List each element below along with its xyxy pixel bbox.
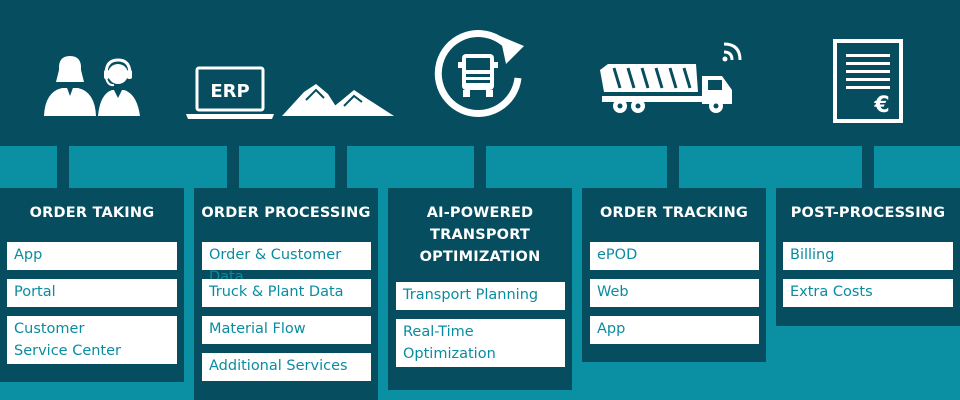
list-item[interactable]: Real-Time Optimization (396, 319, 565, 367)
list-item[interactable]: Material Flow (202, 316, 371, 344)
column-ai-transport-optimization: AI-POWERED TRANSPORT OPTIMIZATION Transp… (388, 188, 572, 390)
column-order-tracking: ORDER TRACKING ePOD Web App (582, 188, 766, 362)
list-item[interactable]: Extra Costs (783, 279, 953, 307)
connector (667, 146, 679, 188)
list-item[interactable]: Order & Customer Data (202, 242, 371, 285)
column-title: ORDER PROCESSING (201, 205, 371, 221)
erp-laptop-icon: ERP (186, 66, 274, 120)
list-item[interactable]: Additional Services (202, 353, 371, 381)
erp-label: ERP (210, 81, 249, 102)
connector (57, 146, 69, 188)
list-item[interactable]: Portal (7, 279, 177, 307)
list-item[interactable]: Web (590, 279, 759, 307)
dump-truck-wifi-icon (598, 40, 750, 116)
column-title: POST-PROCESSING (790, 205, 946, 221)
column-post-processing: POST-PROCESSING Billing Extra Costs (776, 188, 960, 326)
connector (227, 146, 239, 188)
column-title: ORDER TRACKING (599, 205, 749, 221)
list-item[interactable]: App (590, 316, 759, 344)
list-item[interactable]: Transport Planning (396, 282, 565, 310)
euro-symbol: € (873, 93, 889, 118)
column-title: AI-POWERED TRANSPORT OPTIMIZATION (419, 205, 541, 265)
connector (862, 146, 874, 188)
column-title: ORDER TAKING (29, 205, 155, 221)
connector (474, 146, 486, 188)
list-item[interactable]: ePOD (590, 242, 759, 270)
list-item[interactable]: Billing (783, 242, 953, 270)
list-item[interactable]: Customer Service Center (7, 316, 177, 364)
material-piles-icon (282, 80, 394, 116)
connector (335, 146, 347, 188)
column-order-processing: ORDER PROCESSING Order & Customer Data T… (194, 188, 378, 400)
column-order-taking: ORDER TAKING App Portal Customer Service… (0, 188, 184, 382)
invoice-euro-icon: € (832, 38, 904, 124)
customer-service-agents-icon (40, 52, 144, 118)
truck-refresh-icon (430, 22, 530, 122)
list-item[interactable]: App (7, 242, 177, 270)
list-item[interactable]: Truck & Plant Data (202, 279, 371, 307)
